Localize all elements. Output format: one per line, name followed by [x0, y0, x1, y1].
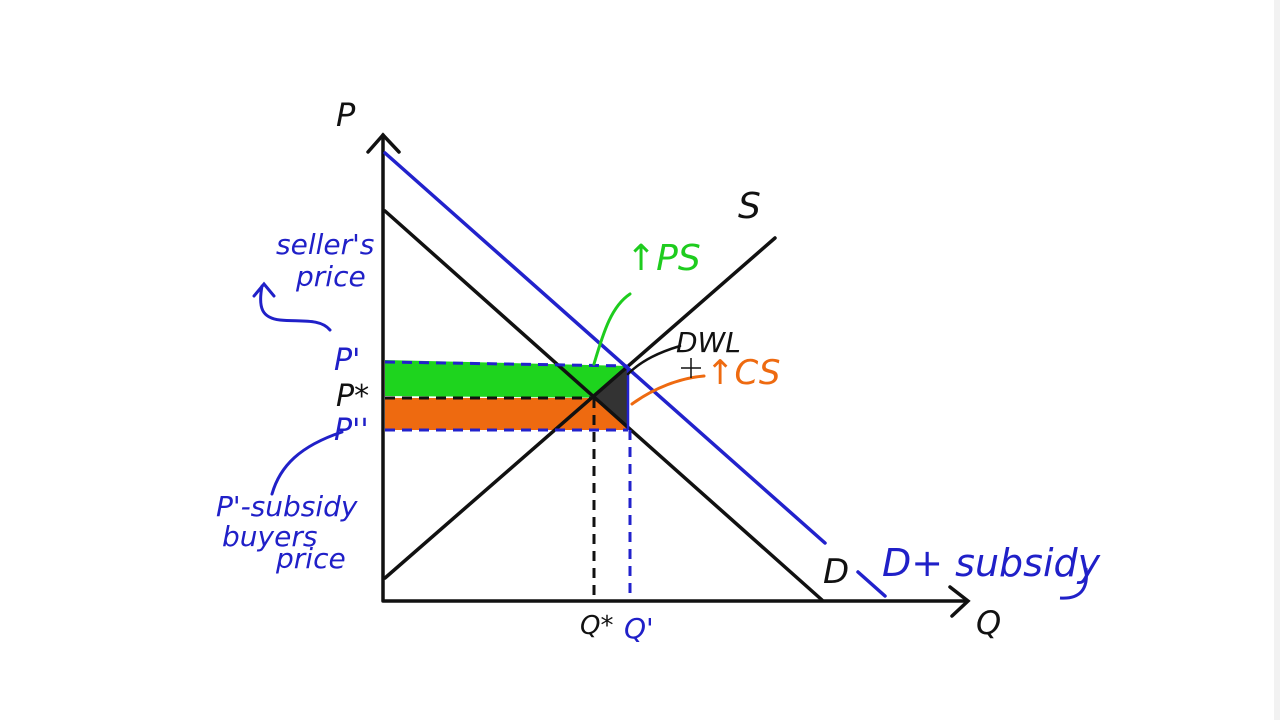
deadweight-loss-label: DWL [676, 326, 741, 359]
y-axis-label: P [336, 96, 356, 134]
demand-curve [383, 209, 824, 602]
q-star-label: Q* [580, 611, 613, 641]
supply-label: S [738, 186, 761, 227]
supply-curve [383, 236, 777, 580]
buyers-price-label-line2: buyers [222, 520, 317, 553]
subsidy-demand-label: D+ subsidy [882, 541, 1101, 585]
sellers-price-arrow [252, 281, 332, 332]
window-edge [1274, 0, 1280, 720]
demand-label: D [823, 552, 849, 592]
subsidy-label-hook [1059, 567, 1088, 600]
buyers-price-pointer [270, 430, 344, 496]
x-axis-arrowhead [948, 585, 971, 618]
consumer-surplus-gain-area [385, 398, 628, 430]
subsidy-demand-curve [383, 151, 827, 545]
producer-surplus-gain-area [385, 360, 628, 398]
crosshair-cursor-icon [681, 358, 701, 378]
p-star-label: P* [336, 379, 369, 414]
q-prime-label: Q' [624, 612, 654, 645]
deadweight-loss-pointer [626, 344, 682, 376]
sellers-price-label-line1: seller's [276, 228, 374, 261]
p-prime-dashed-line [384, 360, 629, 368]
buyers-price-label-line3: price [275, 542, 346, 575]
producer-surplus-label: ↑PS [626, 238, 701, 279]
p-double-prime-label: P'' [334, 413, 369, 448]
producer-surplus-pointer [592, 292, 632, 366]
axes [366, 132, 971, 618]
y-axis-arrowhead [366, 132, 401, 154]
p-prime-label: P' [334, 343, 360, 378]
consumer-surplus-pointer [630, 374, 706, 406]
deadweight-loss-area [594, 366, 628, 430]
sellers-price-label-line2: price [295, 260, 366, 293]
buyers-price-label-line1: P'-subsidy [216, 490, 358, 523]
x-axis-label: Q [976, 604, 1001, 642]
subsidy-demand-curve-tail [856, 570, 887, 598]
consumer-surplus-label: ↑CS [706, 353, 780, 393]
